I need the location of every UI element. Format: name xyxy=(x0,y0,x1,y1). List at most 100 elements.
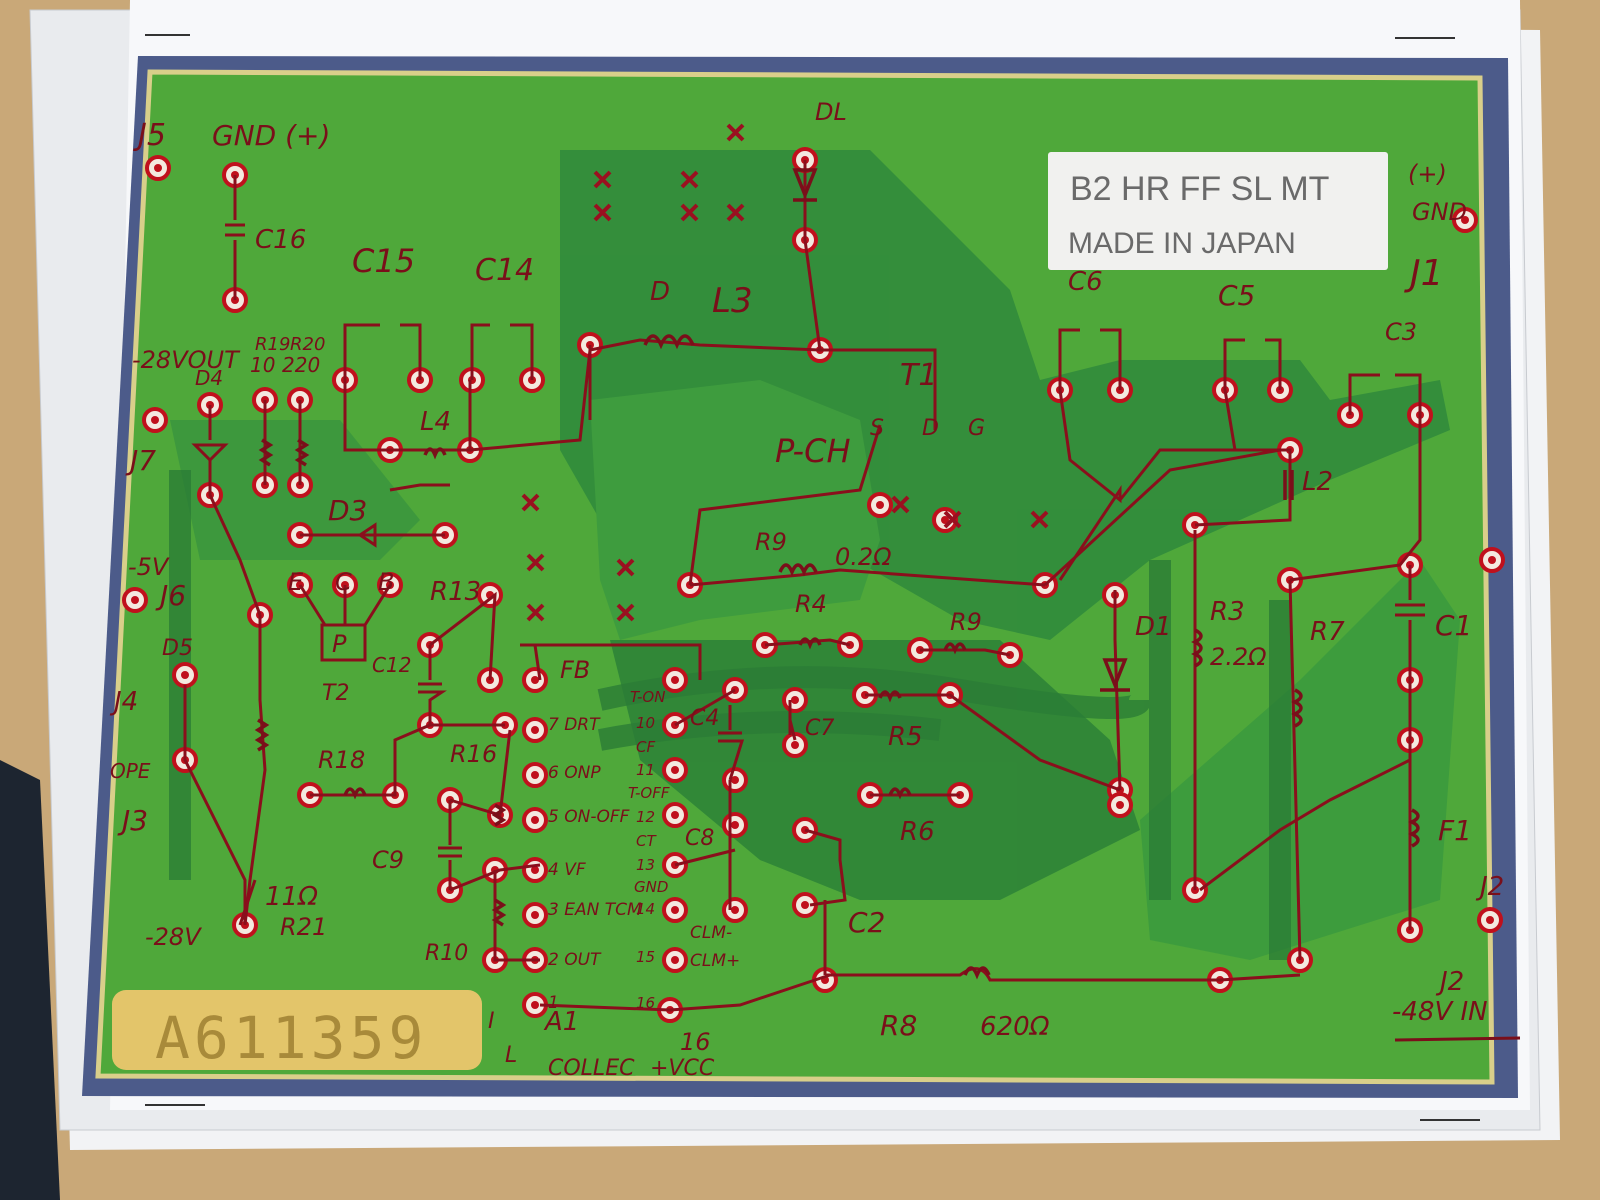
label-plus-j1: (+) xyxy=(1408,160,1447,188)
label-d3: D3 xyxy=(328,494,367,527)
resistor-r9a xyxy=(778,563,818,577)
label-pin15: 15 xyxy=(636,948,655,966)
label-j5: J5 xyxy=(133,118,166,153)
component-symbols xyxy=(254,168,1420,980)
resistor-r8 xyxy=(963,966,991,980)
pad-hole xyxy=(1116,801,1124,809)
label-r19: R19 xyxy=(255,334,290,355)
resistor-r18 xyxy=(343,787,367,800)
label-c7: C7 xyxy=(805,716,834,741)
label-j2: J2 xyxy=(1435,967,1464,997)
label-c15: C15 xyxy=(352,242,415,280)
label-d-circle: D xyxy=(650,277,670,307)
sticker-marks: B2 HR FF SL MT xyxy=(1070,170,1329,208)
label-t2: T2 xyxy=(322,681,349,706)
resistor-r6 xyxy=(888,787,912,800)
label-p: P xyxy=(332,630,347,658)
pad-hole xyxy=(671,676,679,684)
pad-hole xyxy=(1461,216,1469,224)
pad-hole xyxy=(671,956,679,964)
pad-hole xyxy=(531,1001,539,1009)
dark-object xyxy=(0,760,60,1200)
label-220: 220 xyxy=(282,353,320,377)
label-pin14: 14 xyxy=(636,900,655,918)
label-gnd-plus: GND (+) xyxy=(212,119,330,152)
made-in-japan-sticker xyxy=(1048,152,1388,270)
pad-hole xyxy=(1486,916,1494,924)
board-edge xyxy=(95,69,1495,1085)
fuse-f1 xyxy=(1408,808,1420,848)
pad-hole xyxy=(531,866,539,874)
hand-drawn-wires xyxy=(183,160,1425,1012)
pad-hole xyxy=(151,416,159,424)
label-c1: C1 xyxy=(1435,609,1472,642)
inductor-l2 xyxy=(1283,470,1294,500)
serial-patch xyxy=(112,990,482,1070)
pad-hole xyxy=(181,671,189,679)
label-pin5: 5 ON-OFF xyxy=(548,807,630,827)
pad-hole xyxy=(531,726,539,734)
pad-hole xyxy=(731,906,739,914)
label-a1: A1 xyxy=(543,1007,579,1037)
label-d4: D4 xyxy=(195,366,223,390)
label-c3: C3 xyxy=(1385,318,1417,346)
resistor-r16 xyxy=(491,803,507,827)
label-r7: R7 xyxy=(1310,617,1345,647)
x-marks xyxy=(521,123,1049,622)
label-c14: C14 xyxy=(475,253,534,288)
resistor-r3 xyxy=(1191,628,1203,668)
resistor-r10 xyxy=(491,898,507,927)
label-16: 16 xyxy=(680,1028,711,1056)
label-j3: J3 xyxy=(117,804,148,837)
pad-hole xyxy=(531,771,539,779)
pad-hole xyxy=(801,901,809,909)
serial-number: A611359 xyxy=(155,1004,427,1072)
label-pin16: 16 xyxy=(636,994,655,1012)
label-pin6: 6 ONP xyxy=(548,763,601,783)
label-gnd-j1: GND xyxy=(1412,198,1467,226)
pad-hole xyxy=(791,741,799,749)
label-t-on: T-ON xyxy=(630,688,665,706)
label-fb: FB xyxy=(560,656,590,684)
pad-hole xyxy=(671,766,679,774)
label-m28vout: -28VOUT xyxy=(132,346,241,374)
pad-hole xyxy=(876,501,884,509)
label-l-mark: L xyxy=(505,1043,517,1068)
label-m28v: -28V xyxy=(145,923,202,951)
label-clm-plus: CLM+ xyxy=(690,951,740,971)
pad-hole xyxy=(671,906,679,914)
label-pin1: 1 xyxy=(548,993,559,1013)
resistor-r19 xyxy=(258,438,274,467)
label-c12: C12 xyxy=(372,653,411,677)
pad-hole xyxy=(941,516,949,524)
label-b: B xyxy=(378,568,394,596)
inductor-l4 xyxy=(423,447,447,460)
label-r9b: R9 xyxy=(950,608,982,636)
label-r13: R13 xyxy=(430,577,481,607)
label-m5v: -5V xyxy=(128,553,170,581)
pad-hole xyxy=(131,596,139,604)
label-g: G xyxy=(968,416,985,441)
label-pin3: 3 EAN TCM xyxy=(548,900,642,920)
label-r10: R10 xyxy=(425,941,468,966)
label-ct: CT xyxy=(636,832,657,850)
label-r9-value: 0.2Ω xyxy=(835,543,892,571)
label-r8-value: 620Ω xyxy=(980,1012,1050,1042)
resistor-r9b xyxy=(943,642,967,655)
label-48v-in: -48V IN xyxy=(1392,997,1488,1027)
label-l4: L4 xyxy=(420,407,451,437)
pad-hole xyxy=(731,821,739,829)
label-pin4: 4 VF xyxy=(548,860,586,880)
label-c: C xyxy=(335,568,352,596)
label-r3: R3 xyxy=(1210,597,1245,627)
label-c4: C4 xyxy=(690,706,719,731)
label-r20: R20 xyxy=(290,334,325,355)
label-c2: C2 xyxy=(848,906,885,939)
label-j2-top: J2 xyxy=(1475,872,1504,902)
resistor-r5 xyxy=(878,690,902,703)
label-t1: T1 xyxy=(900,358,937,393)
diode-dl xyxy=(792,168,818,202)
label-c8: C8 xyxy=(685,826,714,851)
label-j1: J1 xyxy=(1404,253,1444,294)
